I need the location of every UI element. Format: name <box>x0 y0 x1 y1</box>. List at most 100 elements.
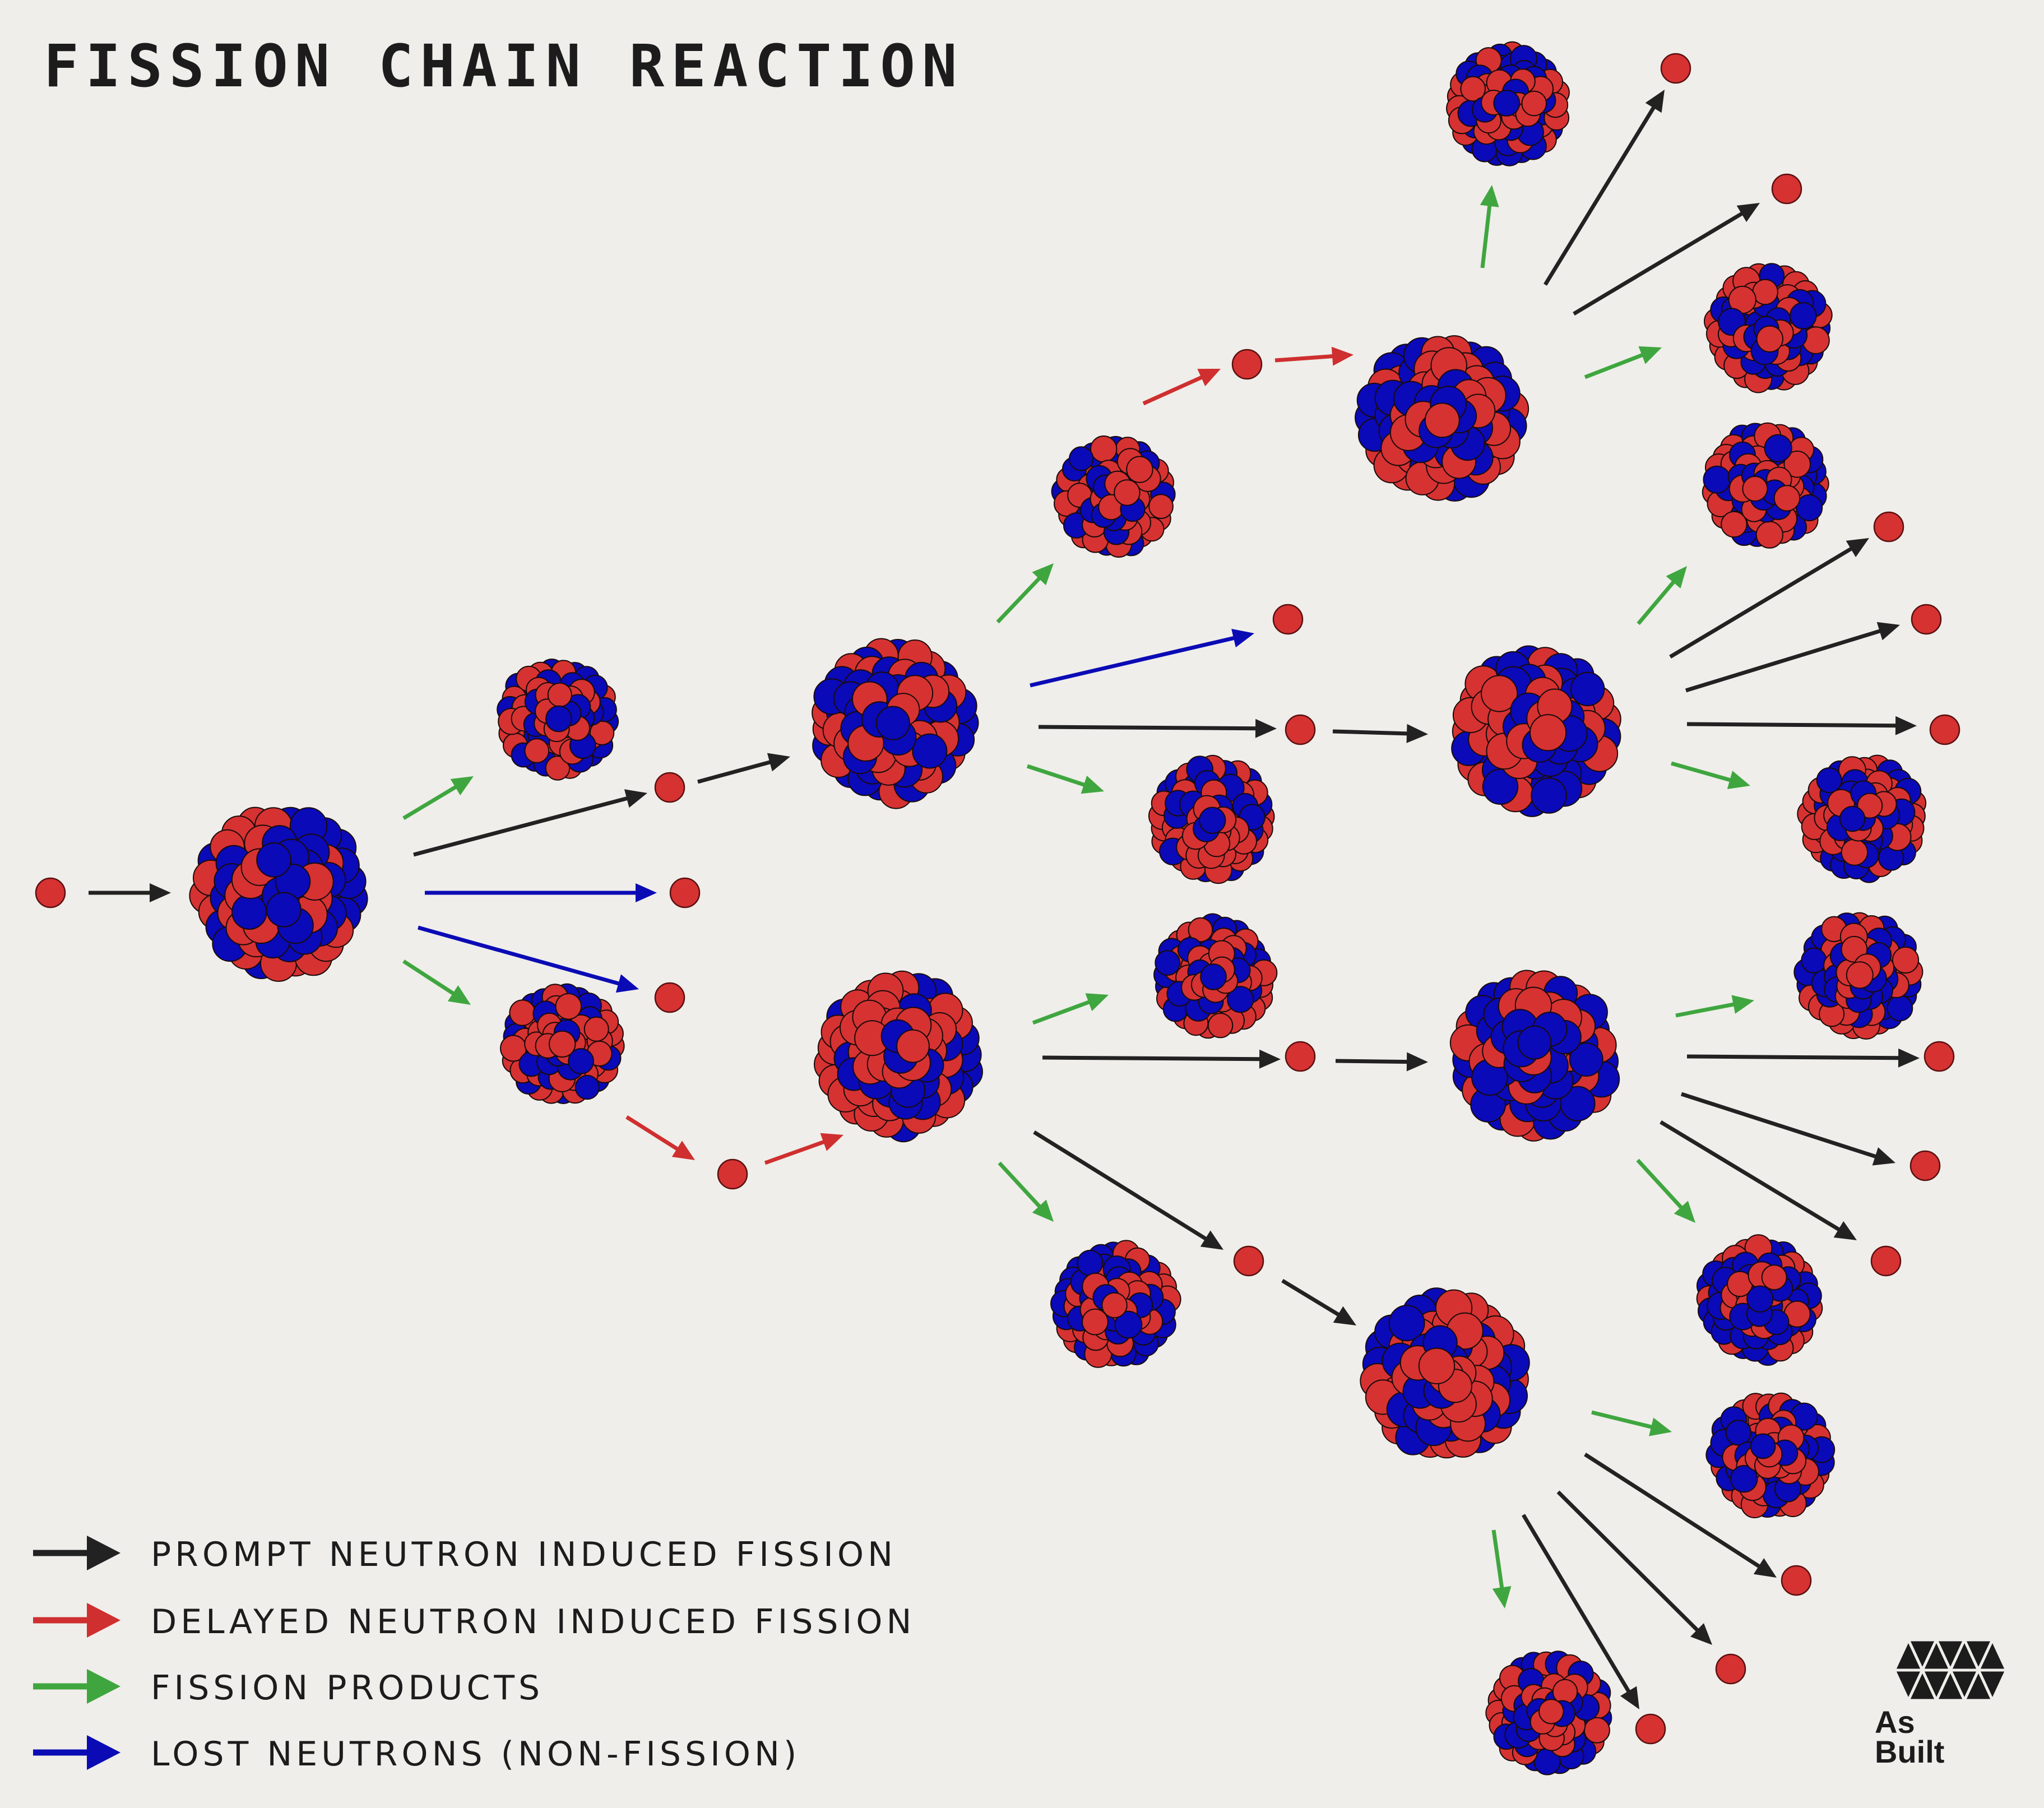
prompt-neutron-arrow <box>89 883 171 902</box>
brand-logo: As Built <box>1875 1635 2020 1775</box>
nucleus <box>1451 645 1621 817</box>
logo-line-1: As <box>1875 1704 1915 1740</box>
neutron <box>1771 173 1802 205</box>
legend-item-prompt: PROMPT NEUTRON INDUCED FISSION <box>31 1528 984 1578</box>
delayed-arrow-icon <box>33 1603 120 1638</box>
nucleus <box>189 806 368 982</box>
legend-label: PROMPT NEUTRON INDUCED FISSION <box>151 1535 897 1574</box>
fission-product-arrow <box>402 959 471 1005</box>
nucleus <box>1153 913 1278 1039</box>
neutron <box>1909 1150 1941 1181</box>
neutron <box>717 1158 748 1190</box>
neutron <box>1231 349 1263 380</box>
neutron <box>1635 1713 1666 1745</box>
fission-product-arrow <box>1591 1410 1672 1436</box>
neutron <box>669 877 701 908</box>
legend-label: LOST NEUTRONS (NON-FISSION) <box>151 1735 801 1774</box>
neutron <box>1285 714 1316 745</box>
fission-product-arrow <box>1636 1158 1695 1223</box>
hexagon-triangle-logo-icon <box>1892 1637 2009 1704</box>
nuclei <box>189 41 1927 1775</box>
fission-product-arrow <box>1584 346 1662 379</box>
nucleus <box>1793 912 1924 1040</box>
prompt-neutron-arrow <box>1660 1120 1857 1240</box>
neutron <box>1911 604 1942 635</box>
nucleus <box>1446 41 1570 166</box>
prompt-neutron-arrow <box>1686 716 1917 735</box>
prompt-neutron-arrow <box>1584 1453 1777 1578</box>
neutron <box>1873 511 1904 543</box>
neutron <box>1660 53 1691 84</box>
prompt-neutron-arrow <box>697 753 790 784</box>
legend-item-delayed: DELAYED NEUTRON INDUCED FISSION <box>31 1595 984 1645</box>
nucleus <box>812 638 979 809</box>
nucleus <box>1705 1392 1836 1518</box>
lost-neutron-arrow <box>418 925 639 993</box>
neutron <box>654 982 685 1013</box>
delayed-neutron-arrow <box>764 1133 843 1165</box>
legend-item-lost: LOST NEUTRONS (NON-FISSION) <box>31 1727 984 1778</box>
neutron <box>1233 1245 1264 1277</box>
neutron <box>1924 1041 1955 1072</box>
fission-product-arrow <box>1637 566 1687 625</box>
nucleus <box>1051 435 1176 558</box>
nucleus <box>1696 1234 1823 1366</box>
arrows <box>89 90 1920 1709</box>
prompt-neutron-arrow <box>1544 90 1665 286</box>
delayed-neutron-arrow <box>1142 369 1221 406</box>
lost-neutron-arrow <box>1030 629 1254 688</box>
nucleus <box>1148 754 1275 884</box>
fission-product-arrow <box>402 776 474 820</box>
fission-product-arrow <box>1671 761 1750 789</box>
prompt-neutron-arrow <box>1686 1048 1920 1068</box>
nucleus <box>1050 1240 1181 1368</box>
fission-product-arrow <box>1026 764 1104 794</box>
prompt-neutron-arrow <box>1335 1052 1428 1072</box>
prompt-neutron-arrow <box>1669 538 1869 659</box>
neutron <box>1929 714 1960 745</box>
prompt-neutron-arrow <box>1281 1279 1356 1325</box>
logo-line-2: Built <box>1875 1734 1945 1770</box>
neutron <box>1715 1653 1746 1685</box>
neutron <box>654 772 685 803</box>
prompt-neutron-arrow <box>1556 1490 1712 1645</box>
fission-product-arrow <box>998 1161 1054 1222</box>
nucleus <box>1702 422 1829 549</box>
prompt-arrow-icon <box>33 1536 120 1570</box>
legend-label: DELAYED NEUTRON INDUCED FISSION <box>151 1602 916 1642</box>
fission-product-arrow <box>1675 995 1754 1018</box>
page-title: FISSION CHAIN REACTION <box>44 32 964 100</box>
delayed-neutron-arrow <box>1274 346 1354 366</box>
prompt-neutron-arrow <box>1521 1514 1639 1709</box>
delayed-neutron-arrow <box>625 1115 695 1160</box>
legend-label: FISSION PRODUCTS <box>151 1668 544 1708</box>
nucleus <box>1704 263 1833 393</box>
nucleus <box>814 970 983 1143</box>
nucleus <box>1360 1287 1530 1459</box>
neutron <box>1870 1245 1902 1277</box>
nucleus <box>497 659 619 781</box>
prompt-neutron-arrow <box>1573 203 1760 316</box>
neutrons <box>35 53 1960 1745</box>
prompt-neutron-arrow <box>1685 622 1900 693</box>
nucleus <box>500 983 625 1105</box>
prompt-neutron-arrow <box>1033 1130 1223 1250</box>
legend-item-products: FISSION PRODUCTS <box>31 1661 984 1712</box>
prompt-neutron-arrow <box>1332 724 1428 743</box>
fission-product-arrow <box>996 563 1054 624</box>
lost-arrow-icon <box>33 1735 120 1770</box>
fission-product-arrow <box>1491 1529 1512 1608</box>
prompt-neutron-arrow <box>1038 718 1277 738</box>
neutron <box>35 877 66 908</box>
products-arrow-icon <box>33 1669 120 1704</box>
nucleus <box>1485 1651 1612 1775</box>
nucleus <box>1449 970 1620 1142</box>
nucleus <box>1355 335 1529 502</box>
nucleus <box>1797 754 1927 883</box>
prompt-neutron-arrow <box>413 789 647 857</box>
prompt-neutron-arrow <box>1042 1049 1281 1069</box>
fission-product-arrow <box>1480 185 1499 268</box>
fission-product-arrow <box>1032 993 1109 1025</box>
prompt-neutron-arrow <box>1680 1092 1895 1166</box>
